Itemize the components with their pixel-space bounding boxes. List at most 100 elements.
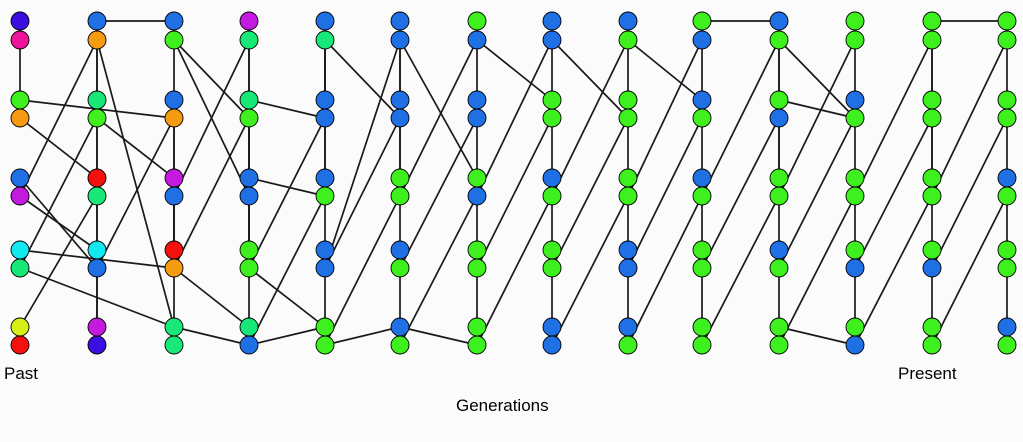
- allele-node-top: [10, 317, 30, 337]
- allele-node-top: [542, 317, 562, 337]
- allele-node-bottom: [87, 30, 107, 50]
- allele-node-bottom: [10, 186, 30, 206]
- allele-node-bottom: [692, 186, 712, 206]
- pedigree-edge: [19, 195, 98, 328]
- allele-node-top: [315, 90, 335, 110]
- allele-node-top: [769, 317, 789, 337]
- allele-node-top: [618, 240, 638, 260]
- pedigree-edge: [551, 39, 629, 197]
- allele-node-bottom: [542, 186, 562, 206]
- pedigree-edge: [701, 117, 780, 269]
- allele-node-top: [164, 240, 184, 260]
- allele-node-top: [164, 11, 184, 31]
- pedigree-edge: [19, 117, 98, 269]
- allele-node-top: [997, 90, 1017, 110]
- allele-node-bottom: [87, 258, 107, 278]
- allele-node-bottom: [542, 335, 562, 355]
- allele-node-top: [239, 168, 259, 188]
- allele-node-bottom: [10, 258, 30, 278]
- allele-node-top: [845, 317, 865, 337]
- node-layer: [10, 11, 1017, 355]
- allele-node-bottom: [769, 335, 789, 355]
- pedigree-edge: [19, 117, 98, 179]
- pedigree-edge: [324, 117, 401, 269]
- pedigree-edge: [778, 39, 856, 119]
- allele-node-bottom: [922, 258, 942, 278]
- pedigree-edge: [96, 117, 175, 269]
- pedigree-edge: [324, 39, 401, 119]
- pedigree-edge: [551, 117, 629, 269]
- allele-node-bottom: [618, 30, 638, 50]
- allele-node-top: [542, 240, 562, 260]
- allele-node-bottom: [845, 30, 865, 50]
- allele-node-top: [315, 11, 335, 31]
- pedigree-edge: [931, 39, 1008, 197]
- allele-node-bottom: [845, 186, 865, 206]
- allele-node-bottom: [467, 108, 487, 128]
- allele-node-bottom: [315, 30, 335, 50]
- pedigree-edge: [19, 39, 98, 197]
- allele-node-top: [315, 240, 335, 260]
- allele-node-top: [164, 317, 184, 337]
- allele-node-bottom: [692, 258, 712, 278]
- allele-node-top: [390, 11, 410, 31]
- pedigree-edge: [778, 195, 856, 346]
- allele-node-top: [922, 90, 942, 110]
- pedigree-edge: [399, 326, 478, 346]
- allele-node-bottom: [845, 335, 865, 355]
- pedigree-edge: [854, 195, 933, 346]
- allele-node-bottom: [922, 335, 942, 355]
- allele-node-top: [390, 240, 410, 260]
- pedigree-edge: [96, 39, 175, 328]
- pedigree-edge: [324, 326, 401, 346]
- pedigree-edge: [248, 267, 326, 328]
- allele-node-top: [87, 317, 107, 337]
- allele-node-bottom: [769, 186, 789, 206]
- pedigree-edge: [399, 117, 478, 269]
- pedigree-edge: [173, 39, 250, 119]
- pedigree-edge: [248, 326, 326, 346]
- allele-node-top: [542, 168, 562, 188]
- allele-node-bottom: [922, 186, 942, 206]
- edge-layer: [19, 20, 1008, 346]
- allele-node-top: [164, 90, 184, 110]
- allele-node-top: [10, 240, 30, 260]
- allele-node-bottom: [467, 335, 487, 355]
- allele-node-bottom: [239, 258, 259, 278]
- allele-node-bottom: [390, 258, 410, 278]
- x-axis-label: Generations: [456, 396, 549, 415]
- allele-node-top: [692, 11, 712, 31]
- allele-node-top: [922, 317, 942, 337]
- allele-node-top: [10, 11, 30, 31]
- allele-node-top: [87, 90, 107, 110]
- allele-node-bottom: [87, 335, 107, 355]
- allele-node-top: [467, 11, 487, 31]
- allele-node-top: [692, 168, 712, 188]
- allele-node-bottom: [239, 30, 259, 50]
- pedigree-edge: [778, 117, 856, 269]
- allele-node-bottom: [87, 108, 107, 128]
- pedigree-edge: [399, 39, 478, 179]
- allele-node-bottom: [315, 335, 335, 355]
- allele-node-bottom: [618, 335, 638, 355]
- allele-node-bottom: [769, 108, 789, 128]
- past-label: Past: [4, 364, 39, 383]
- allele-node-bottom: [315, 186, 335, 206]
- pedigree-edge: [476, 39, 553, 101]
- allele-node-bottom: [692, 335, 712, 355]
- allele-node-bottom: [845, 258, 865, 278]
- allele-node-top: [997, 11, 1017, 31]
- pedigree-edge: [778, 39, 856, 197]
- allele-node-bottom: [542, 258, 562, 278]
- allele-node-top: [618, 11, 638, 31]
- allele-node-top: [239, 11, 259, 31]
- allele-node-top: [769, 11, 789, 31]
- allele-node-top: [769, 168, 789, 188]
- allele-node-top: [997, 168, 1017, 188]
- allele-node-top: [845, 11, 865, 31]
- allele-node-bottom: [10, 108, 30, 128]
- allele-node-top: [390, 90, 410, 110]
- allele-node-top: [467, 240, 487, 260]
- pedigree-edge: [173, 326, 250, 346]
- allele-node-bottom: [467, 258, 487, 278]
